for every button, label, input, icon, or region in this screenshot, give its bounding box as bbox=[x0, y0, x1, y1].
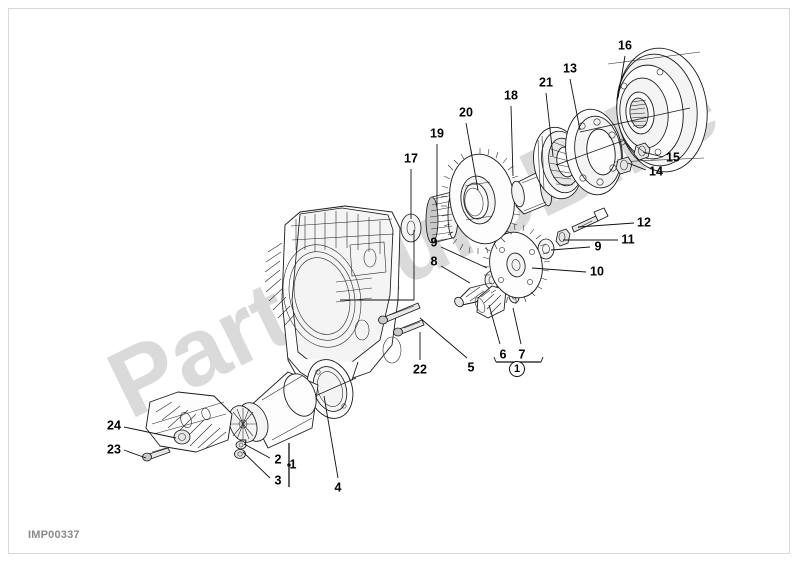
gear-10-teeth bbox=[482, 223, 551, 304]
idler-gear-10 bbox=[482, 223, 551, 304]
bolt-23 bbox=[142, 447, 171, 462]
group-bracket-circled bbox=[493, 356, 544, 377]
callout-19: 19 bbox=[430, 126, 444, 140]
group-bracket-starter bbox=[287, 443, 291, 487]
callout-2: 2 bbox=[275, 452, 282, 466]
diagram-caption: IMP00337 bbox=[28, 529, 80, 541]
callout-22: 22 bbox=[413, 362, 427, 376]
callout-20: 20 bbox=[459, 105, 473, 119]
callout-11: 11 bbox=[621, 232, 634, 246]
callout-17: 17 bbox=[404, 151, 418, 165]
hub-splines bbox=[629, 99, 648, 127]
starter-mount-flange bbox=[305, 359, 357, 419]
callout-21: 21 bbox=[539, 75, 553, 89]
callout-16: 16 bbox=[618, 38, 632, 52]
motor-end-vanes bbox=[230, 408, 256, 440]
callout-10: 10 bbox=[590, 264, 604, 278]
callout-labels: 1 2 3 4 5 6 7 8 9 9 10 11 12 13 14 15 16… bbox=[107, 38, 680, 494]
callout-group-1: 1 bbox=[514, 363, 520, 375]
callout-13: 13 bbox=[563, 61, 577, 75]
callout-15: 15 bbox=[666, 150, 680, 164]
flywheel-rotor-16 bbox=[579, 47, 708, 173]
driven-gear-20 bbox=[440, 148, 523, 254]
callout-18: 18 bbox=[504, 88, 518, 102]
callout-leader-lines bbox=[123, 55, 664, 479]
pinion-gear-6 bbox=[474, 285, 507, 319]
callout-5: 5 bbox=[468, 360, 475, 374]
engine-cover-casting bbox=[145, 391, 233, 453]
callout-6: 6 bbox=[500, 347, 507, 361]
bearing-rollers bbox=[429, 194, 455, 242]
callout-8: 8 bbox=[431, 254, 438, 268]
callout-9a: 9 bbox=[431, 235, 438, 249]
callout-4: 4 bbox=[335, 480, 342, 494]
starter-fasteners bbox=[234, 440, 247, 459]
nut-15 bbox=[633, 142, 651, 161]
callout-23: 23 bbox=[107, 442, 121, 456]
callout-12: 12 bbox=[637, 215, 651, 229]
engine-crankcase bbox=[264, 205, 402, 387]
callout-3: 3 bbox=[275, 473, 282, 487]
cylinder-head-ribs bbox=[290, 211, 395, 254]
nut-11 bbox=[555, 228, 571, 247]
callout-24: 24 bbox=[107, 418, 121, 432]
flange-plate-13 bbox=[555, 108, 637, 196]
callout-7: 7 bbox=[519, 347, 526, 361]
callout-1: 1 bbox=[290, 457, 297, 471]
cooling-fins bbox=[264, 242, 296, 327]
mounting-bolts bbox=[378, 302, 425, 337]
callout-9b: 9 bbox=[595, 239, 602, 253]
spacer-14 bbox=[615, 156, 633, 175]
callout-14: 14 bbox=[649, 164, 663, 178]
bolt-12 bbox=[571, 207, 609, 233]
